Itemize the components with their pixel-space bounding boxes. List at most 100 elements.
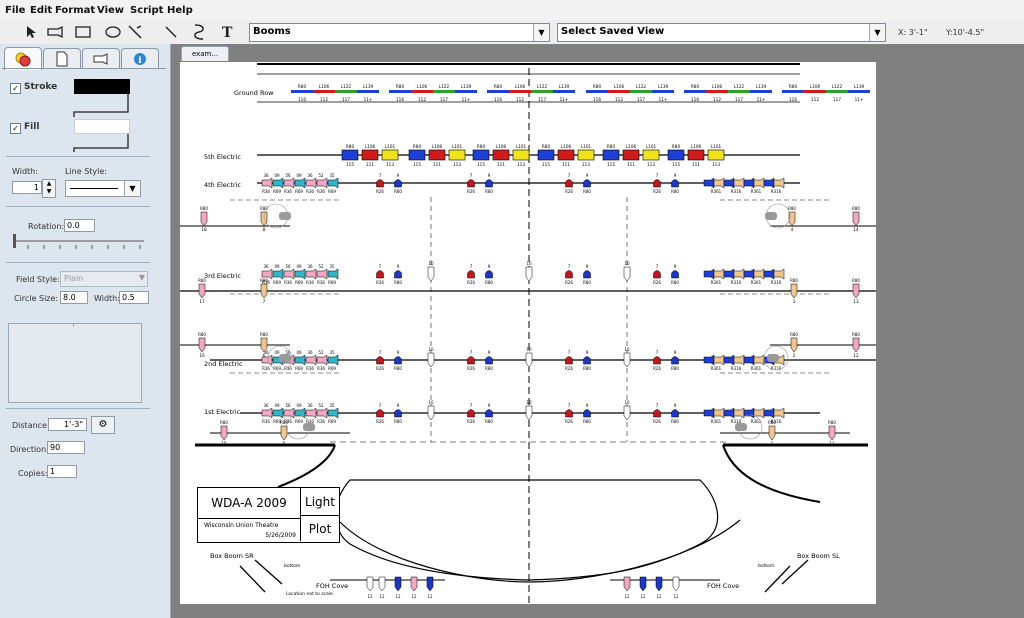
ellipse-icon[interactable] bbox=[102, 21, 124, 43]
box-boom-sl-label: Box Boom SL bbox=[797, 552, 840, 560]
strip-light bbox=[341, 149, 359, 161]
fixture-label: 7 bbox=[379, 264, 382, 269]
title-plot: Plot bbox=[308, 522, 332, 536]
fixture bbox=[852, 211, 860, 227]
fixture-label: R80 bbox=[394, 189, 402, 194]
fixture bbox=[305, 354, 317, 366]
fixture-label: R26 bbox=[653, 189, 661, 194]
document-tab[interactable]: exam... bbox=[181, 46, 229, 61]
copies-field[interactable]: 1 bbox=[47, 465, 77, 478]
cut-icon[interactable] bbox=[124, 21, 146, 43]
gel-label: R80 bbox=[477, 144, 486, 149]
fixture bbox=[485, 270, 493, 279]
plot-canvas[interactable]: R80116L106112L122117L13911+R80116L106112… bbox=[180, 62, 876, 604]
gel-label: R80 bbox=[280, 420, 288, 425]
stroke-checkbox[interactable]: ✓ bbox=[10, 83, 21, 94]
width-spinner[interactable]: ▲▼ bbox=[42, 179, 56, 198]
circle-size-field[interactable]: 8.0 bbox=[60, 291, 88, 304]
menu-format[interactable]: Format bbox=[55, 5, 96, 16]
rotation-field[interactable]: 0.0 bbox=[64, 219, 95, 232]
venue-name: Wisconsin Union Theatre bbox=[204, 522, 279, 529]
tab-info[interactable]: i bbox=[121, 48, 159, 69]
gel-label: R80 bbox=[200, 206, 208, 211]
fixture bbox=[565, 356, 573, 365]
tab-instrument[interactable] bbox=[82, 48, 120, 69]
channel-label: 115 bbox=[346, 162, 354, 167]
fixture-label: R69 bbox=[273, 419, 281, 424]
menu-file[interactable]: File bbox=[5, 5, 26, 16]
menu-help[interactable]: Help bbox=[167, 5, 193, 16]
line-icon[interactable] bbox=[160, 21, 182, 43]
fixture bbox=[723, 177, 735, 189]
direction-field[interactable]: 90 bbox=[47, 441, 85, 454]
fixture bbox=[261, 177, 273, 189]
channel-label: 12 bbox=[379, 594, 385, 599]
menu-edit[interactable]: Edit bbox=[30, 5, 53, 16]
width-stepper[interactable]: 1 bbox=[12, 181, 42, 194]
menu-view[interactable]: View bbox=[97, 5, 125, 16]
fixture bbox=[200, 211, 208, 227]
cyc-strip bbox=[411, 90, 433, 93]
instrument-icon[interactable] bbox=[44, 21, 66, 43]
rotation-slider[interactable] bbox=[10, 232, 150, 254]
field-style-select[interactable]: Plain ▼ bbox=[60, 271, 148, 287]
fill-color-swatch[interactable] bbox=[74, 119, 130, 134]
fixture-label: 9 bbox=[674, 350, 677, 355]
distance-label: Distance: bbox=[12, 421, 50, 430]
fixture bbox=[733, 407, 745, 419]
fixture-label: 9 bbox=[488, 403, 491, 408]
gel-label: R80 bbox=[260, 206, 268, 211]
fixture bbox=[723, 354, 735, 366]
chevron-down-icon[interactable]: ▼ bbox=[124, 181, 140, 196]
line-style-label: Line Style: bbox=[65, 167, 108, 176]
pointer-icon[interactable] bbox=[20, 21, 42, 43]
fixture-label: R361 bbox=[711, 189, 722, 194]
rectangle-icon[interactable] bbox=[72, 21, 94, 43]
fixture bbox=[852, 337, 860, 353]
saved-view-select[interactable]: Select Saved View ▼ bbox=[557, 23, 886, 42]
fixture-label: 10 bbox=[624, 347, 630, 352]
circle-width-field[interactable]: 0.5 bbox=[119, 291, 149, 304]
fixture bbox=[583, 409, 591, 418]
menu-script[interactable]: Script bbox=[130, 5, 164, 16]
gel-label: R80 bbox=[260, 278, 268, 283]
pen-icon[interactable] bbox=[188, 21, 210, 43]
stroke-color-swatch[interactable] bbox=[74, 79, 130, 94]
tab-page[interactable] bbox=[43, 48, 81, 69]
fixture bbox=[672, 576, 680, 592]
fixture bbox=[743, 177, 755, 189]
separator bbox=[6, 206, 150, 207]
fixture-label: R26 bbox=[376, 366, 384, 371]
fixture bbox=[376, 356, 384, 365]
chevron-down-icon[interactable]: ▼ bbox=[533, 24, 549, 41]
gel-label: L106 bbox=[626, 144, 637, 149]
text-icon[interactable]: T bbox=[216, 21, 238, 43]
chevron-down-icon[interactable]: ▼ bbox=[869, 24, 885, 41]
strip-light bbox=[448, 149, 466, 161]
fixture-label: 9 bbox=[488, 264, 491, 269]
fixture-label: R36 bbox=[317, 280, 325, 285]
channel-label: 6 bbox=[263, 353, 266, 358]
fixture-label: 52 bbox=[318, 173, 324, 178]
fixture bbox=[713, 177, 725, 189]
strip-light bbox=[557, 149, 575, 161]
copies-label: Copies: bbox=[18, 469, 48, 478]
fixture-label: 7 bbox=[656, 403, 659, 408]
fill-checkbox[interactable]: ✓ bbox=[10, 123, 21, 134]
tab-colors[interactable] bbox=[4, 47, 42, 70]
fixture-label: 56 bbox=[285, 403, 291, 408]
layer-select[interactable]: Booms ▼ bbox=[249, 23, 550, 42]
fixture bbox=[743, 268, 755, 280]
fixture bbox=[294, 407, 306, 419]
line-style-select[interactable]: ▼ bbox=[65, 180, 141, 197]
palette-icon bbox=[15, 52, 31, 67]
gear-icon[interactable]: ⚙ bbox=[91, 416, 115, 434]
distance-field[interactable]: 1'-3" bbox=[48, 418, 87, 431]
fixture-label: 9 bbox=[586, 403, 589, 408]
fixture-label: R361 bbox=[711, 280, 722, 285]
fixture-label: 10 bbox=[428, 400, 434, 405]
